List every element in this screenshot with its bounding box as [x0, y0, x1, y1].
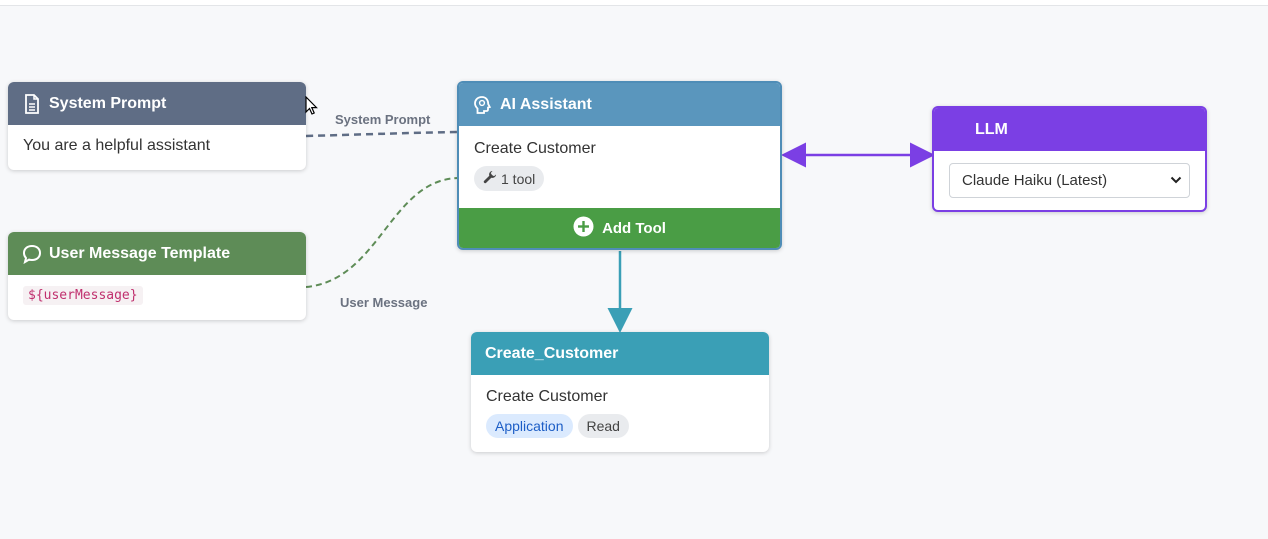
create-customer-header[interactable]: Create_Customer [471, 332, 769, 375]
create-customer-title: Create_Customer [485, 344, 619, 362]
create-customer-description: Create Customer [486, 388, 608, 405]
add-tool-label: Add Tool [602, 219, 666, 237]
wrench-icon [483, 170, 497, 187]
ai-assistant-header[interactable]: AI Assistant [459, 83, 780, 126]
llm-header[interactable]: LLM [934, 108, 1205, 151]
system-prompt-title: System Prompt [49, 94, 167, 112]
speech-bubble-icon [22, 244, 42, 264]
brain-head-icon [473, 95, 493, 115]
create-customer-tool-node[interactable]: Create_Customer Create Customer Applicat… [471, 332, 769, 452]
system-prompt-edge [305, 130, 459, 138]
llm-model-select[interactable]: Claude Haiku (Latest) [949, 163, 1190, 198]
system-prompt-node[interactable]: System Prompt You are a helpful assistan… [8, 82, 306, 170]
add-tool-button[interactable]: Add Tool [459, 208, 780, 248]
llm-node[interactable]: LLM Claude Haiku (Latest) [932, 106, 1207, 212]
user-message-edge-label: User Message [340, 295, 428, 310]
tool-count-label: 1 tool [501, 170, 536, 187]
user-message-edge [305, 177, 459, 288]
system-prompt-header[interactable]: System Prompt [8, 82, 306, 125]
system-prompt-text: You are a helpful assistant [23, 137, 211, 154]
tag-application: Application [486, 414, 573, 438]
plus-circle-icon [573, 216, 594, 241]
system-prompt-edge-label: System Prompt [335, 112, 431, 127]
tool-count-badge: 1 tool [474, 166, 545, 191]
user-message-template-node[interactable]: User Message Template ${userMessage} [8, 232, 306, 320]
tag-read: Read [577, 414, 629, 438]
mouse-cursor-icon [305, 96, 318, 115]
user-message-template-header[interactable]: User Message Template [8, 232, 306, 275]
user-message-template-title: User Message Template [49, 244, 231, 262]
user-message-code: ${userMessage} [23, 286, 143, 305]
document-icon [22, 93, 42, 114]
ai-assistant-node[interactable]: AI Assistant Create Customer 1 tool Add … [457, 81, 782, 250]
ai-assistant-description: Create Customer [474, 140, 596, 157]
ai-assistant-title: AI Assistant [500, 95, 592, 113]
top-bar [0, 0, 1268, 6]
llm-title: LLM [975, 120, 1008, 138]
